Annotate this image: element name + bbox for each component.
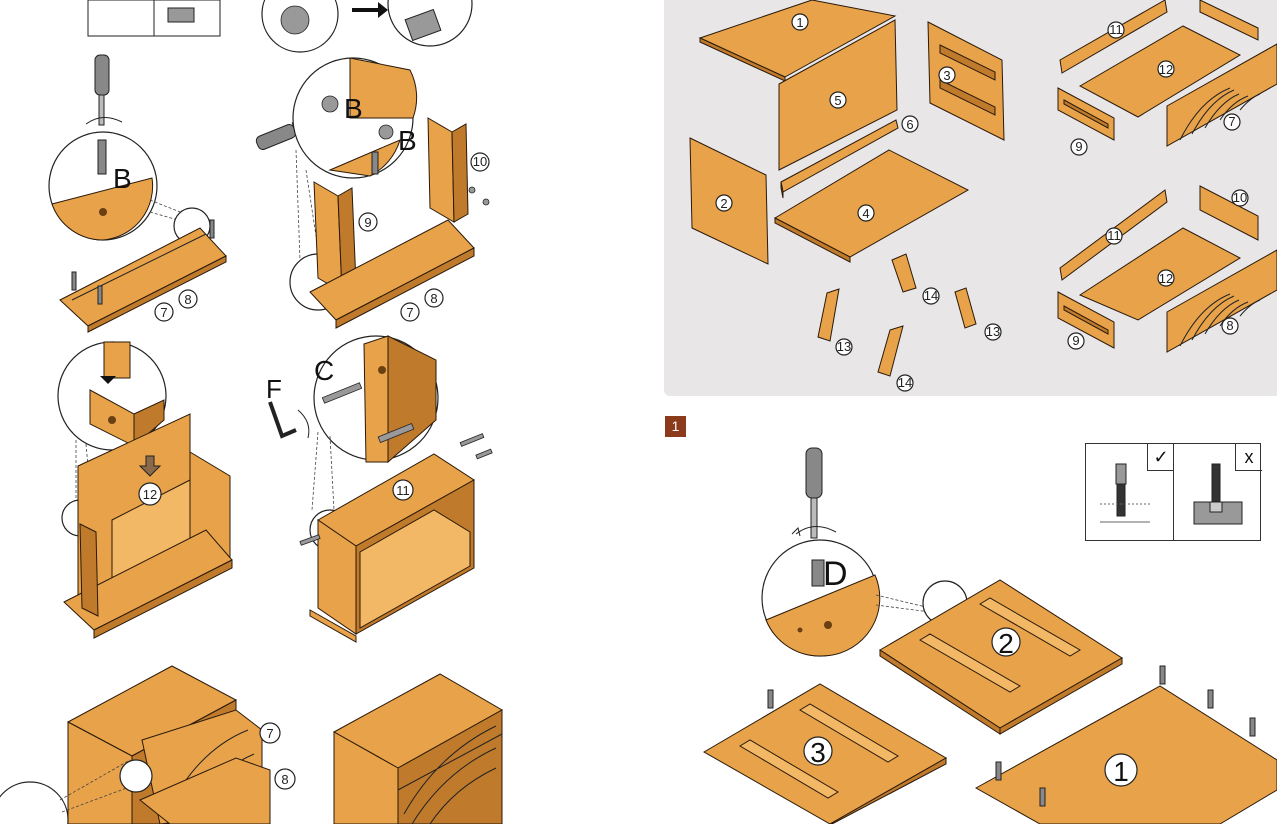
step-number-badge: 1: [665, 416, 686, 437]
part-13-leg-b: 13: [954, 287, 1002, 341]
svg-text:5: 5: [834, 93, 841, 108]
part-12-drawer-bottom-b: 12: [1078, 227, 1242, 321]
svg-text:F: F: [266, 374, 282, 404]
part-10-drawer-back-a: [1199, 0, 1259, 41]
frame-side-board-9: 9: [313, 181, 378, 293]
part-14-leg: 14: [891, 253, 940, 305]
box-divider: [1173, 444, 1174, 540]
cross-mark-icon: x: [1235, 444, 1262, 471]
svg-text:8: 8: [430, 291, 437, 306]
frame-base-board: 7 8: [309, 219, 475, 329]
svg-text:9: 9: [1072, 333, 1079, 348]
svg-text:2: 2: [998, 628, 1014, 659]
svg-text:7: 7: [406, 305, 413, 320]
frame-back-board-10: 10: [427, 117, 490, 223]
cabinet-frame-11: 11: [299, 433, 493, 643]
svg-text:D: D: [823, 555, 848, 593]
part-6-rail: 6: [780, 115, 919, 199]
part-5-back-panel: 5: [778, 19, 898, 171]
svg-text:8: 8: [1226, 318, 1233, 333]
detail-circle-c: C: [313, 335, 439, 464]
svg-text:14: 14: [898, 375, 912, 390]
bottom-panel-12: 12: [63, 413, 233, 639]
detail-circle-b-drawer: B: [48, 131, 158, 241]
svg-text:12: 12: [143, 487, 157, 502]
detail-circle-slot: [57, 341, 167, 451]
svg-text:9: 9: [364, 215, 371, 230]
screwdriver-icon-b: [85, 54, 123, 126]
svg-text:6: 6: [906, 117, 913, 132]
svg-text:11: 11: [396, 483, 410, 498]
svg-text:11: 11: [1107, 228, 1121, 243]
svg-text:7: 7: [160, 305, 167, 320]
detail-circle-final: [0, 781, 69, 824]
svg-text:13: 13: [837, 339, 851, 354]
svg-text:14: 14: [924, 288, 938, 303]
step1-board-1: 1: [767, 665, 1277, 824]
part-12-drawer-bottom-a: 12: [1078, 25, 1242, 118]
svg-text:7: 7: [1228, 114, 1235, 129]
svg-text:13: 13: [986, 324, 1000, 339]
svg-text:2: 2: [720, 196, 727, 211]
svg-text:7: 7: [266, 726, 273, 741]
part-13-leg: 13: [817, 288, 853, 356]
part-10-drawer-back-b: 10: [1199, 185, 1259, 241]
part-8-drawer-front-waves: 8: [1166, 249, 1277, 353]
svg-text:C: C: [314, 355, 334, 386]
svg-text:3: 3: [943, 68, 950, 83]
part-3-side-panel: 3: [927, 21, 1005, 141]
allen-key-icon: F: [266, 374, 310, 439]
step1-board-3: 3: [703, 683, 947, 824]
part-9-drawer-side-b: 9: [1057, 291, 1115, 350]
assembled-cabinet-open: 7 8: [66, 665, 296, 824]
detail-circle-b-frame: B B: [292, 57, 418, 179]
svg-text:9: 9: [1075, 139, 1082, 154]
part-2-side-panel: 2: [689, 137, 769, 265]
svg-text:B: B: [344, 93, 363, 124]
svg-text:B: B: [398, 125, 417, 156]
svg-text:1: 1: [1113, 756, 1129, 787]
screwdriver-icon: [791, 447, 837, 539]
svg-text:10: 10: [1233, 190, 1247, 205]
svg-text:8: 8: [281, 772, 288, 787]
svg-text:12: 12: [1159, 271, 1173, 286]
step1-board-2: 2: [879, 579, 1123, 735]
correct-incorrect-box: ✓ x: [1085, 443, 1262, 541]
hardware-comparison: [1100, 463, 1243, 525]
svg-text:11: 11: [1109, 22, 1123, 37]
part-1-top-panel: 1: [698, 0, 897, 82]
part-4-bottom-panel: 4: [773, 149, 970, 263]
svg-text:3: 3: [810, 737, 826, 768]
part-14-leg-b: 14: [877, 325, 914, 392]
svg-text:1: 1: [796, 15, 803, 30]
svg-text:10: 10: [473, 154, 487, 169]
svg-text:8: 8: [184, 292, 191, 307]
assembled-cabinet-closed: [332, 673, 504, 824]
part-11-drawer-front-b: 11: [1059, 189, 1168, 281]
drawer-side-board: 7 8: [59, 219, 227, 333]
svg-text:4: 4: [862, 206, 869, 221]
detail-circle-d: D: [761, 539, 881, 657]
part-7-drawer-front-waves: 7: [1166, 43, 1277, 147]
svg-text:12: 12: [1159, 62, 1173, 77]
svg-text:B: B: [113, 163, 132, 194]
part-9-drawer-side-a: 9: [1057, 87, 1115, 156]
part-11-drawer-front-a: 11: [1059, 0, 1168, 74]
check-mark-icon: ✓: [1147, 444, 1174, 471]
